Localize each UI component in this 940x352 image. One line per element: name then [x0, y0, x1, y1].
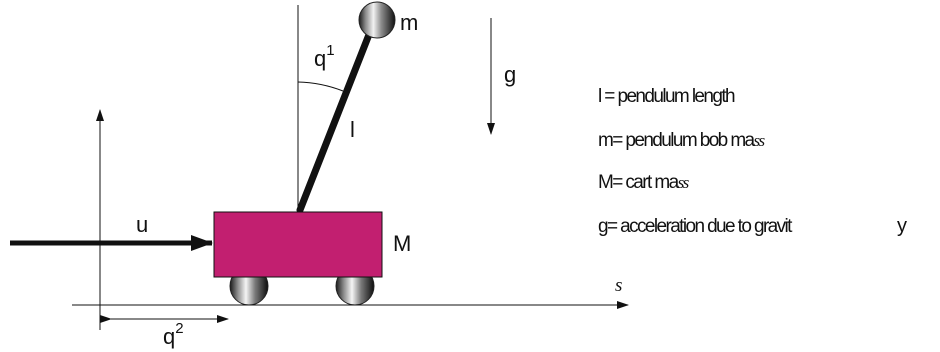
gravity-label: g	[504, 62, 516, 87]
angle-label: q1	[314, 42, 335, 71]
axis-label: s	[615, 275, 622, 296]
pendulum-bob-icon	[358, 1, 396, 39]
legend-item-gravity: g= acceleration due to gravit	[598, 216, 793, 237]
legend-item-cart-mass: M= cart mass	[598, 172, 690, 193]
stray-label: y	[897, 215, 907, 237]
force-label: u	[136, 212, 148, 237]
pendulum-mass-label: m	[400, 10, 418, 35]
pendulum-rod	[296, 28, 374, 214]
legend-item-bob-mass: m= pendulum bob mass	[598, 130, 766, 151]
position-label: q2	[163, 320, 184, 349]
cart-mass-label: M	[393, 231, 411, 256]
length-label: l	[350, 117, 355, 142]
legend-item-length: l = pendulum length	[598, 86, 735, 107]
cart-body	[213, 211, 383, 278]
angle-arc	[297, 81, 344, 92]
legend: l = pendulum length m= pendulum bob mass…	[598, 86, 795, 237]
